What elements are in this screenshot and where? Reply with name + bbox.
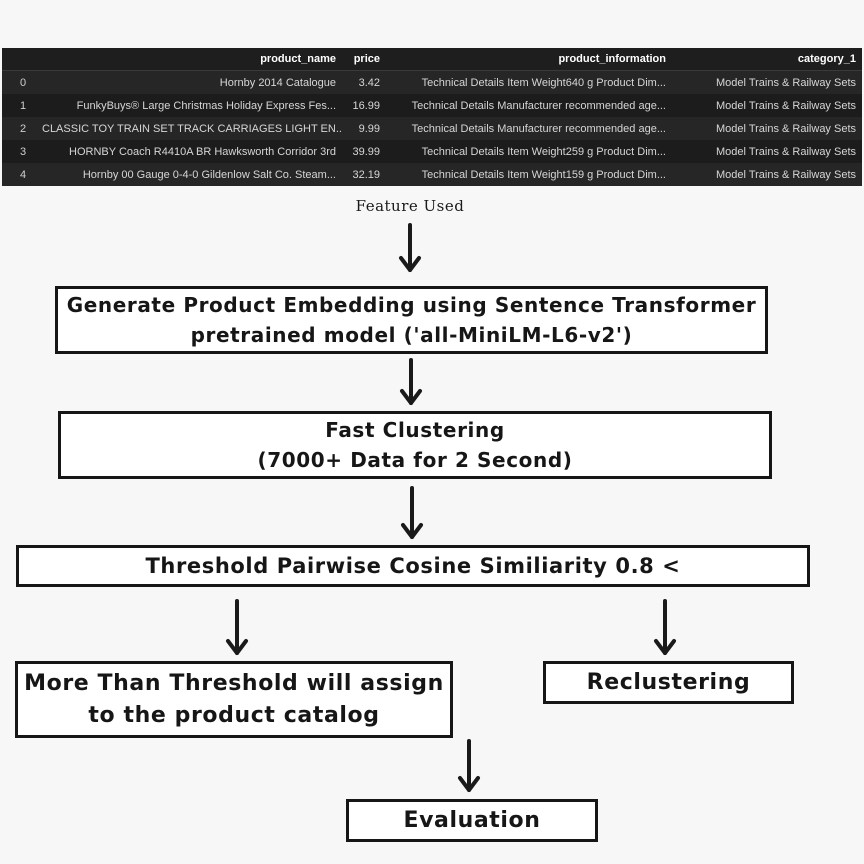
row-index: 3 bbox=[2, 140, 36, 163]
column-header-category: category_1 bbox=[672, 48, 862, 71]
table-row: 2 CLASSIC TOY TRAIN SET TRACK CARRIAGES … bbox=[2, 117, 862, 140]
cell-price: 32.19 bbox=[342, 163, 386, 186]
arrow-down-icon bbox=[399, 223, 421, 272]
embedding-step-label: Generate Product Embedding using Sentenc… bbox=[66, 293, 757, 347]
cell-price: 3.42 bbox=[342, 70, 386, 94]
column-header-product-information: product_information bbox=[386, 48, 672, 71]
cell-category: Model Trains & Railway Sets bbox=[672, 140, 862, 163]
arrow-down-icon bbox=[226, 599, 248, 655]
cell-product-name: CLASSIC TOY TRAIN SET TRACK CARRIAGES LI… bbox=[36, 117, 342, 140]
assign-catalog-step-box: More Than Threshold will assign to the p… bbox=[15, 661, 453, 738]
cell-product-information: Technical Details Item Weight640 g Produ… bbox=[386, 70, 672, 94]
embedding-step-box: Generate Product Embedding using Sentenc… bbox=[55, 286, 768, 354]
assign-catalog-step-label: More Than Threshold will assign to the p… bbox=[24, 670, 444, 728]
cell-category: Model Trains & Railway Sets bbox=[672, 70, 862, 94]
column-header-index bbox=[2, 48, 36, 71]
arrow-down-icon bbox=[400, 358, 422, 405]
cell-price: 16.99 bbox=[342, 94, 386, 117]
cell-product-information: Technical Details Manufacturer recommend… bbox=[386, 117, 672, 140]
column-header-price: price bbox=[342, 48, 386, 71]
cell-product-information: Technical Details Item Weight259 g Produ… bbox=[386, 140, 672, 163]
threshold-step-label: Threshold Pairwise Cosine Similiarity 0.… bbox=[145, 554, 681, 578]
arrow-down-icon bbox=[654, 599, 676, 655]
product-table: product_name price product_information c… bbox=[2, 48, 862, 186]
row-index: 0 bbox=[2, 70, 36, 94]
table-row: 4 Hornby 00 Gauge 0-4-0 Gildenlow Salt C… bbox=[2, 163, 862, 186]
clustering-step-label: Fast Clustering (7000+ Data for 2 Second… bbox=[257, 418, 573, 472]
reclustering-step-label: Reclustering bbox=[586, 670, 751, 695]
cell-price: 9.99 bbox=[342, 117, 386, 140]
table-row: 1 FunkyBuys® Large Christmas Holiday Exp… bbox=[2, 94, 862, 117]
evaluation-step-label: Evaluation bbox=[403, 808, 541, 833]
reclustering-step-box: Reclustering bbox=[543, 661, 794, 704]
evaluation-step-box: Evaluation bbox=[346, 799, 598, 842]
threshold-step-box: Threshold Pairwise Cosine Similiarity 0.… bbox=[16, 545, 810, 587]
cell-product-information: Technical Details Manufacturer recommend… bbox=[386, 94, 672, 117]
table-header-row: product_name price product_information c… bbox=[2, 48, 862, 71]
row-index: 1 bbox=[2, 94, 36, 117]
cell-category: Model Trains & Railway Sets bbox=[672, 94, 862, 117]
feature-used-caption: Feature Used bbox=[355, 197, 465, 215]
cell-category: Model Trains & Railway Sets bbox=[672, 117, 862, 140]
row-index: 4 bbox=[2, 163, 36, 186]
row-index: 2 bbox=[2, 117, 36, 140]
table-row: 0 Hornby 2014 Catalogue 3.42 Technical D… bbox=[2, 70, 862, 94]
cell-product-information: Technical Details Item Weight159 g Produ… bbox=[386, 163, 672, 186]
dataframe-preview: product_name price product_information c… bbox=[2, 48, 862, 186]
arrow-down-icon bbox=[458, 739, 480, 792]
cell-product-name: HORNBY Coach R4410A BR Hawksworth Corrid… bbox=[36, 140, 342, 163]
arrow-down-icon bbox=[401, 486, 423, 539]
cell-category: Model Trains & Railway Sets bbox=[672, 163, 862, 186]
cell-product-name: Hornby 2014 Catalogue bbox=[36, 70, 342, 94]
cell-price: 39.99 bbox=[342, 140, 386, 163]
table-row: 3 HORNBY Coach R4410A BR Hawksworth Corr… bbox=[2, 140, 862, 163]
clustering-step-box: Fast Clustering (7000+ Data for 2 Second… bbox=[58, 411, 772, 479]
column-header-product-name: product_name bbox=[36, 48, 342, 71]
cell-product-name: Hornby 00 Gauge 0-4-0 Gildenlow Salt Co.… bbox=[36, 163, 342, 186]
cell-product-name: FunkyBuys® Large Christmas Holiday Expre… bbox=[36, 94, 342, 117]
